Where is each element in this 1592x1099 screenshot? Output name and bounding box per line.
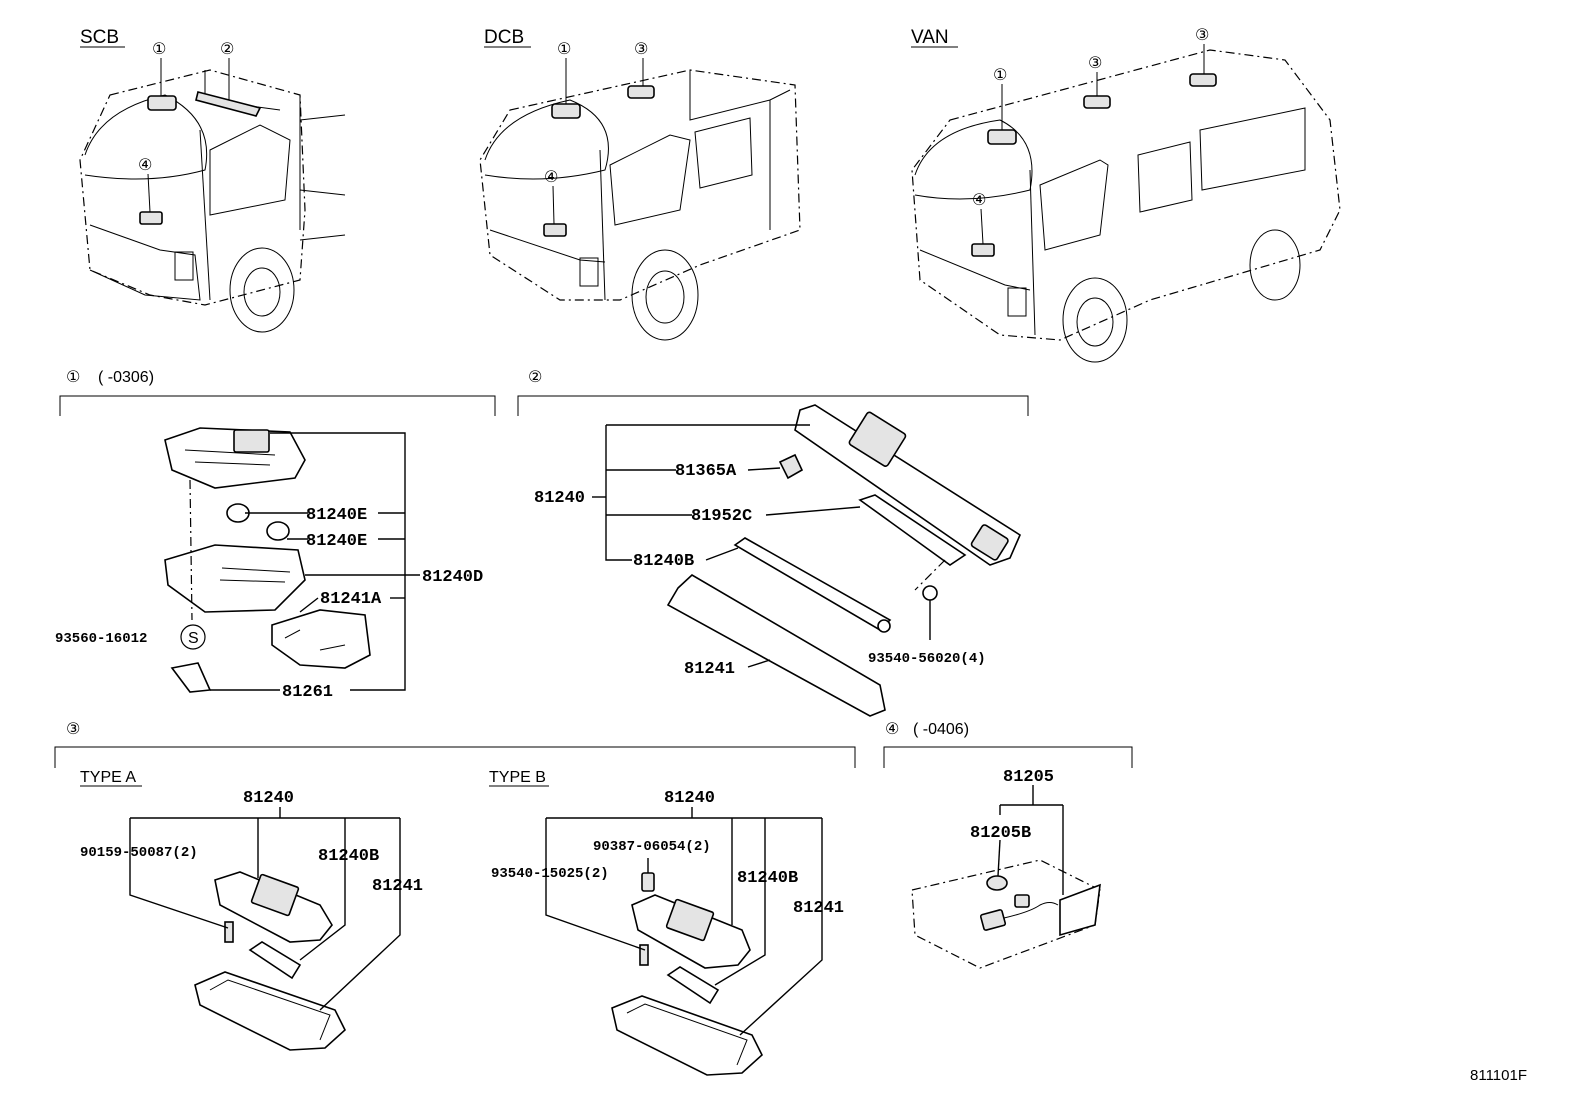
- type-b-81240: 81240: [664, 789, 715, 808]
- dcb-marker-1: ①: [557, 41, 571, 104]
- dcb-marker-3: ③: [634, 41, 648, 86]
- part-81365A: 81365A: [675, 462, 737, 481]
- part-81240E-b: 81240E: [306, 532, 367, 551]
- section-3-marker: ③: [66, 721, 80, 738]
- section-2-marker: ②: [528, 369, 542, 386]
- type-a-90159-50087: 90159-50087(2): [80, 845, 198, 861]
- scb-marker-2: ②: [220, 41, 234, 100]
- label-dcb: DCB: [484, 27, 524, 48]
- type-a-81240: 81240: [243, 789, 294, 808]
- label-scb: SCB: [80, 27, 119, 48]
- svg-text:②: ②: [220, 41, 234, 58]
- type-b-81240B: 81240B: [737, 869, 798, 888]
- dcb-marker-4: ④: [544, 169, 558, 225]
- scb-truck-illustration: [79, 69, 346, 333]
- type-b-81241: 81241: [793, 899, 844, 918]
- scb-marker-1: ①: [152, 41, 166, 96]
- part-81261: 81261: [282, 683, 333, 702]
- s-symbol: S: [188, 630, 199, 647]
- part-81241-s2: 81241: [684, 660, 735, 679]
- section-4-parts: [911, 859, 1101, 969]
- illustration-code: 811101F: [1470, 1067, 1527, 1084]
- svg-text:①: ①: [152, 41, 166, 58]
- van-marker-1: ①: [993, 67, 1007, 130]
- dcb-truck-illustration: [479, 69, 801, 341]
- scb-marker-4: ④: [138, 157, 152, 213]
- section-1-range: ( -0306): [98, 369, 154, 386]
- svg-text:④: ④: [544, 169, 558, 186]
- part-81240D: 81240D: [422, 568, 483, 587]
- section-4-marker: ④: [885, 721, 899, 738]
- part-81952C: 81952C: [691, 507, 752, 526]
- part-81241A: 81241A: [320, 590, 382, 609]
- type-b-93540-15025: 93540-15025(2): [491, 866, 609, 882]
- section-1-parts: [164, 427, 371, 693]
- svg-text:④: ④: [138, 157, 152, 174]
- van-marker-3b: ③: [1195, 27, 1209, 74]
- type-a-81240B: 81240B: [318, 847, 379, 866]
- part-81205B: 81205B: [970, 824, 1031, 843]
- svg-text:③: ③: [1195, 27, 1209, 44]
- part-81240E-a: 81240E: [306, 506, 367, 525]
- part-81240B-s2: 81240B: [633, 552, 694, 571]
- svg-text:④: ④: [972, 192, 986, 209]
- type-b-parts: [611, 872, 763, 1076]
- van-illustration: [911, 49, 1341, 363]
- van-marker-3a: ③: [1088, 55, 1102, 96]
- section-1-marker: ①: [66, 369, 80, 386]
- type-a-parts: [194, 871, 346, 1051]
- van-marker-4: ④: [972, 192, 986, 245]
- type-a-81241: 81241: [372, 877, 423, 896]
- part-81240-s2: 81240: [534, 489, 585, 508]
- svg-text:①: ①: [557, 41, 571, 58]
- section-4-range: ( -0406): [913, 721, 969, 738]
- part-93540-56020: 93540-56020(4): [868, 651, 986, 667]
- svg-text:③: ③: [634, 41, 648, 58]
- type-b-90387-06054: 90387-06054(2): [593, 839, 711, 855]
- svg-text:①: ①: [993, 67, 1007, 84]
- part-93560-16012: 93560-16012: [55, 631, 147, 647]
- section-2-parts: [666, 404, 1022, 717]
- svg-text:③: ③: [1088, 55, 1102, 72]
- type-a-label: TYPE A: [80, 769, 136, 786]
- type-b-label: TYPE B: [489, 769, 546, 786]
- label-van: VAN: [911, 27, 949, 48]
- part-81205: 81205: [1003, 768, 1054, 787]
